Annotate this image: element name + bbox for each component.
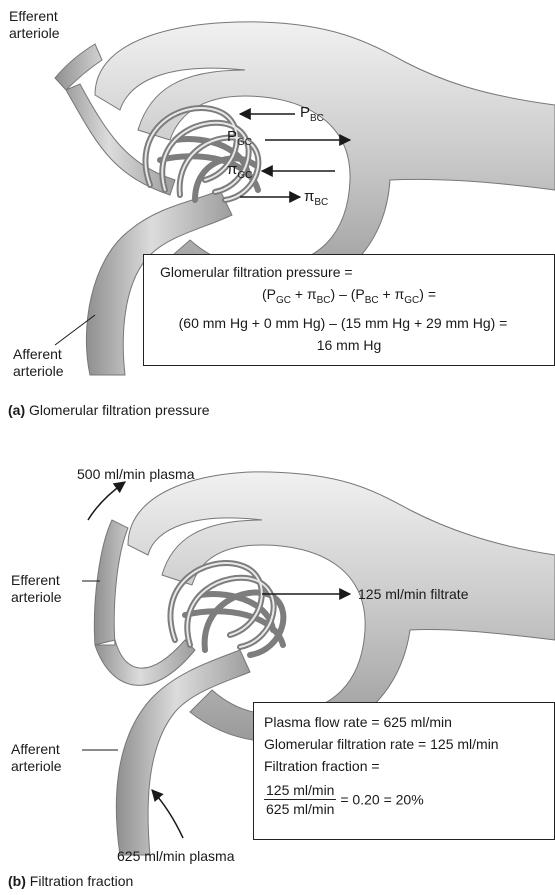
box-a-line2: (PGC + πBC) – (PBC + πGC) = bbox=[154, 283, 544, 312]
box-a-line4: 16 mm Hg bbox=[154, 334, 544, 356]
filtrate-label: 125 ml/min filtrate bbox=[358, 586, 468, 603]
efferent-arteriole-label-b: Efferent arteriole bbox=[11, 572, 62, 606]
afferent-arteriole-label-a: Afferent arteriole bbox=[13, 346, 64, 380]
efferent-arteriole-label-a: Efferent arteriole bbox=[9, 8, 60, 42]
fraction: 125 ml/min 625 ml/min bbox=[264, 781, 336, 818]
box-b-line2: Glomerular filtration rate = 125 ml/min bbox=[264, 733, 544, 755]
caption-b: (b) Filtration fraction bbox=[8, 873, 133, 889]
plasma-out-label: 500 ml/min plasma bbox=[77, 466, 195, 483]
box-a-line1: Glomerular filtration pressure = bbox=[154, 261, 544, 283]
p-gc-label: PGC bbox=[227, 128, 252, 148]
plasma-in-label: 625 ml/min plasma bbox=[117, 848, 235, 865]
p-bc-label: PBC bbox=[300, 104, 324, 124]
pi-gc-label: πGC bbox=[227, 161, 252, 181]
fraction-denominator: 625 ml/min bbox=[264, 800, 336, 818]
caption-a: (a) Glomerular filtration pressure bbox=[8, 402, 210, 418]
fraction-result: = 0.20 = 20% bbox=[340, 792, 423, 808]
filtration-pressure-box: Glomerular filtration pressure = (PGC + … bbox=[143, 254, 555, 366]
arrow-plasma-in bbox=[152, 790, 183, 838]
filtration-fraction-box: Plasma flow rate = 625 ml/min Glomerular… bbox=[253, 702, 555, 840]
pi-bc-label: πBC bbox=[304, 188, 328, 208]
arrow-plasma-out bbox=[88, 482, 125, 520]
fraction-numerator: 125 ml/min bbox=[264, 781, 336, 800]
afferent-arteriole-label-b: Afferent arteriole bbox=[11, 741, 62, 775]
box-a-line3: (60 mm Hg + 0 mm Hg) – (15 mm Hg + 29 mm… bbox=[132, 312, 554, 334]
box-b-line3: Filtration fraction = bbox=[264, 755, 544, 777]
box-b-fraction: 125 ml/min 625 ml/min = 0.20 = 20% bbox=[264, 781, 544, 818]
box-b-line1: Plasma flow rate = 625 ml/min bbox=[264, 711, 544, 733]
